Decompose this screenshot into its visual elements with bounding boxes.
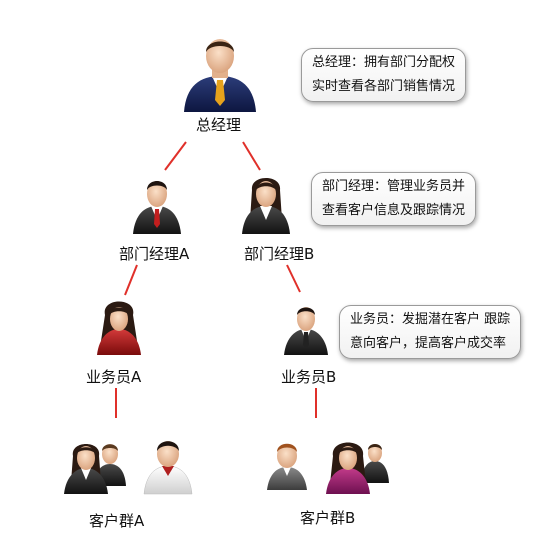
- dept-manager-b-icon: [242, 178, 290, 234]
- general-manager-icon: [184, 39, 256, 112]
- callout-dept-line-2: 查看客户信息及跟踪情况: [322, 203, 466, 218]
- node-label-general-manager: 总经理: [196, 116, 242, 134]
- callout-salesperson: 业务员：发掘潜在客户 跟踪 意向客户，提高客户成交率: [339, 305, 522, 359]
- callout-sales-line-1: 业务员：发掘潜在客户 跟踪: [350, 312, 511, 327]
- node-label-salesperson-a: 业务员A: [86, 368, 142, 386]
- salesperson-b-icon: [284, 307, 328, 355]
- customer-group-a-icon: [64, 441, 193, 495]
- callout-general-manager: 总经理：拥有部门分配权 实时查看各部门销售情况: [301, 48, 467, 102]
- connector-gm-dept-a: [164, 141, 187, 171]
- callout-gm-line-2: 实时查看各部门销售情况: [312, 79, 456, 94]
- salesperson-a-icon: [97, 301, 141, 355]
- node-label-customer-group-a: 客户群A: [89, 512, 145, 530]
- callout-dept-manager: 部门经理：管理业务员并 查看客户信息及跟踪情况: [311, 172, 477, 226]
- customer-group-b-icon: [267, 442, 389, 494]
- connector-dept-a-sales-a: [124, 264, 138, 296]
- callout-sales-line-2: 意向客户，提高客户成交率: [350, 336, 507, 351]
- connector-gm-dept-b: [242, 141, 261, 171]
- node-label-salesperson-b: 业务员B: [281, 368, 337, 386]
- node-label-dept-manager-b: 部门经理B: [244, 245, 315, 263]
- node-label-dept-manager-a: 部门经理A: [119, 245, 190, 263]
- connector-dept-b-sales-b: [286, 264, 301, 293]
- callout-dept-line-1: 部门经理：管理业务员并: [322, 179, 466, 194]
- dept-manager-a-icon: [133, 181, 181, 234]
- node-label-customer-group-b: 客户群B: [300, 509, 356, 527]
- connectors: [115, 141, 317, 418]
- callout-gm-line-1: 总经理：拥有部门分配权: [312, 55, 456, 70]
